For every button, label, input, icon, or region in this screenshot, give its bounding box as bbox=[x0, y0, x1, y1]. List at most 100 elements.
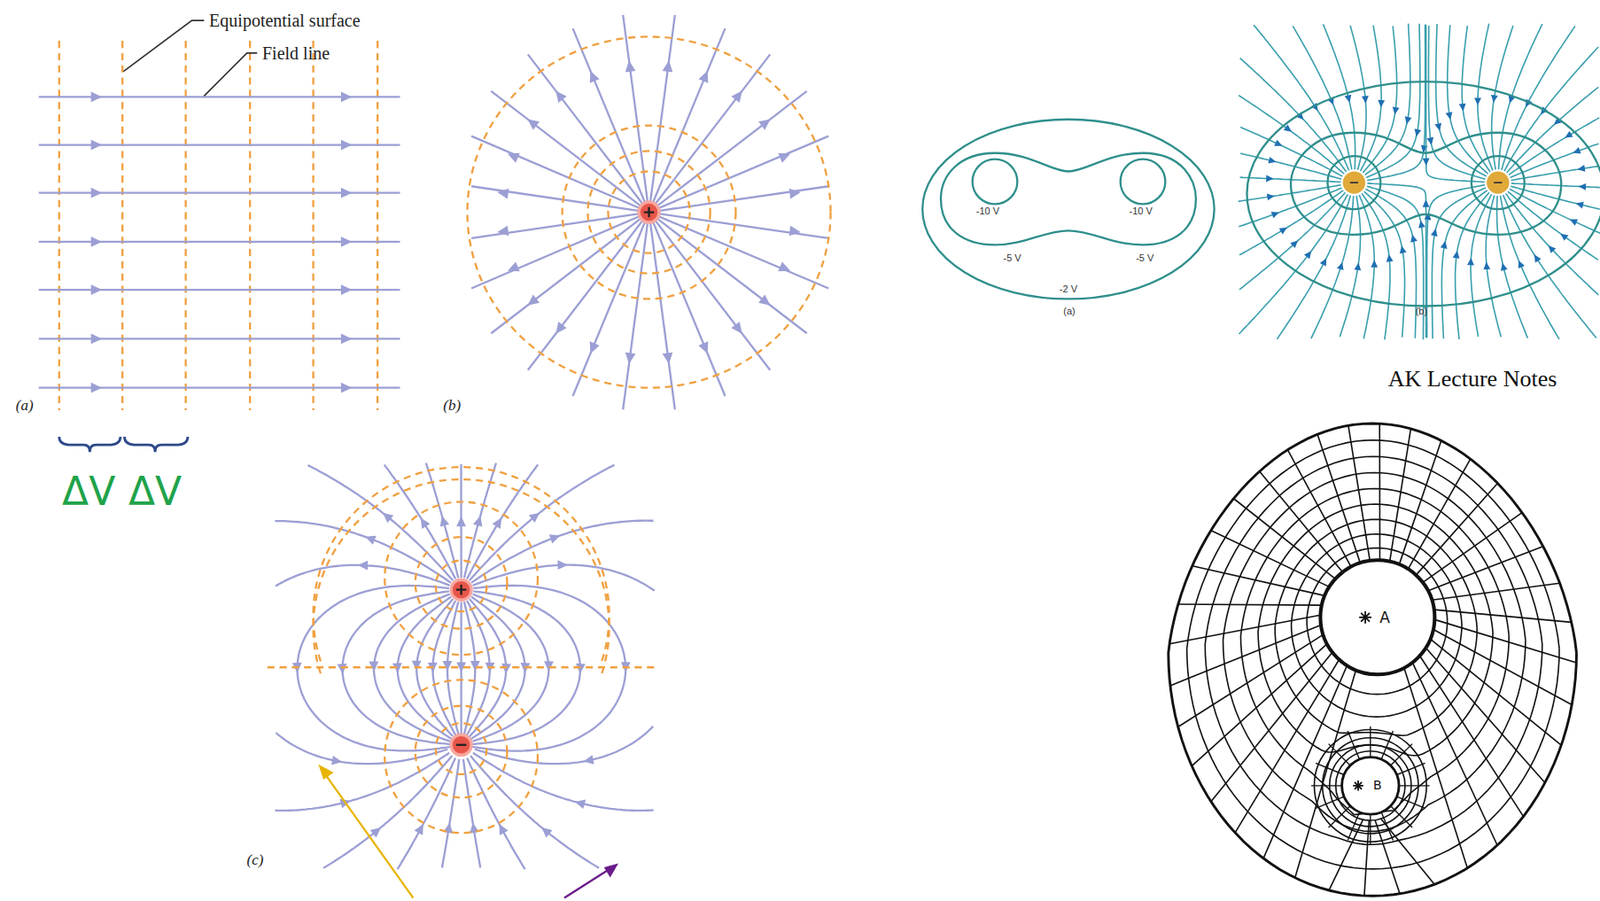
arrowhead bbox=[1336, 262, 1344, 271]
equipotential-line bbox=[1306, 547, 1448, 694]
arrowhead bbox=[1426, 137, 1434, 146]
arrowhead bbox=[331, 755, 342, 766]
arrowhead bbox=[555, 91, 567, 104]
field-line bbox=[1323, 23, 1356, 170]
arrowhead bbox=[527, 294, 540, 305]
field-line bbox=[466, 758, 525, 870]
field-line bbox=[1360, 25, 1383, 171]
field-line bbox=[1461, 25, 1491, 172]
field-line bbox=[1276, 195, 1351, 340]
field-line bbox=[1477, 23, 1493, 171]
arrowhead bbox=[777, 153, 791, 164]
electrode-label: B bbox=[1373, 778, 1383, 793]
arrowhead bbox=[414, 823, 424, 836]
arrowhead bbox=[1405, 116, 1413, 125]
field-line bbox=[649, 186, 830, 212]
field-line bbox=[1239, 190, 1344, 256]
panel-label: (c) bbox=[247, 852, 265, 870]
arrowhead bbox=[662, 352, 674, 365]
field-line bbox=[1328, 806, 1351, 828]
arrowhead bbox=[1386, 254, 1394, 263]
arrowhead bbox=[1289, 240, 1298, 249]
arrowhead bbox=[507, 153, 521, 164]
arrowhead bbox=[528, 512, 540, 523]
field-line bbox=[467, 598, 506, 738]
positive-charge bbox=[450, 579, 472, 600]
field-line bbox=[471, 212, 649, 289]
field-line bbox=[1328, 819, 1363, 891]
equipotential-line bbox=[1291, 534, 1462, 717]
potential-value: -5 V bbox=[1133, 252, 1156, 264]
field-line bbox=[1328, 744, 1351, 766]
arrowhead bbox=[370, 827, 381, 838]
plus-sign bbox=[644, 207, 655, 218]
arrowhead bbox=[698, 70, 708, 84]
field-line bbox=[1431, 187, 1486, 339]
equipotential-line bbox=[313, 479, 610, 674]
field-line bbox=[1497, 195, 1529, 339]
arrowhead bbox=[1266, 194, 1275, 202]
arrowhead bbox=[1304, 250, 1312, 259]
arrowhead bbox=[1370, 259, 1378, 267]
panel-label: (a) bbox=[1063, 305, 1075, 317]
arrowhead bbox=[1414, 128, 1422, 137]
potential-value: -2 V bbox=[1057, 283, 1080, 295]
arrowhead bbox=[497, 225, 509, 237]
equipotential-line bbox=[384, 501, 538, 655]
field-line bbox=[622, 15, 649, 213]
panel-label: (b) bbox=[442, 397, 461, 415]
arrowhead bbox=[1500, 263, 1508, 272]
field-line bbox=[323, 755, 452, 869]
arrowhead bbox=[730, 91, 742, 104]
arrowhead bbox=[582, 754, 594, 765]
potential-step: ΔV bbox=[128, 470, 182, 513]
arrowhead bbox=[382, 512, 394, 523]
arrowhead bbox=[662, 60, 674, 72]
field-line bbox=[649, 212, 676, 411]
panel-label: (b) bbox=[1415, 305, 1428, 317]
field-line bbox=[649, 136, 830, 213]
field-line bbox=[1407, 458, 1470, 569]
arrowhead bbox=[549, 534, 561, 544]
arrowhead bbox=[1434, 123, 1442, 132]
field-line bbox=[275, 565, 451, 587]
field-line bbox=[1433, 629, 1572, 706]
arrowhead bbox=[1491, 94, 1499, 103]
field-line bbox=[1501, 25, 1576, 170]
arrowhead bbox=[341, 236, 352, 248]
equipotential-line bbox=[1322, 737, 1419, 834]
arrowhead bbox=[456, 516, 467, 527]
arrowhead bbox=[357, 560, 369, 571]
arrowhead bbox=[1576, 201, 1585, 210]
field-line bbox=[1429, 25, 1486, 179]
field-line bbox=[1234, 660, 1339, 833]
arrowhead bbox=[1377, 100, 1385, 109]
potential-value: -10 V bbox=[974, 205, 1002, 217]
arrowhead bbox=[507, 261, 521, 272]
field-line bbox=[1447, 24, 1489, 174]
equipotential-line bbox=[1258, 504, 1493, 756]
field-line bbox=[649, 212, 830, 239]
field-line bbox=[1430, 638, 1562, 746]
arrowhead bbox=[1279, 227, 1288, 235]
equipotential-line bbox=[1274, 519, 1477, 736]
potential-value: -5 V bbox=[1001, 252, 1023, 264]
equipotential-line bbox=[1329, 745, 1412, 827]
field-line bbox=[1348, 425, 1370, 561]
field-line bbox=[1378, 423, 1381, 560]
braces bbox=[59, 436, 188, 452]
arrowhead bbox=[420, 517, 431, 529]
field-line bbox=[1422, 512, 1523, 583]
arrowhead bbox=[1578, 183, 1586, 191]
arrowhead bbox=[1271, 211, 1280, 218]
arrowhead bbox=[758, 118, 771, 130]
equipotential-line bbox=[267, 666, 656, 668]
field-line bbox=[1238, 194, 1348, 334]
field-line bbox=[473, 753, 654, 811]
arrowhead bbox=[91, 187, 102, 199]
arrowhead bbox=[789, 188, 801, 200]
field-line bbox=[1390, 806, 1413, 828]
arrowhead bbox=[543, 660, 554, 672]
field-line bbox=[1311, 195, 1354, 339]
arrowhead bbox=[1483, 262, 1491, 271]
